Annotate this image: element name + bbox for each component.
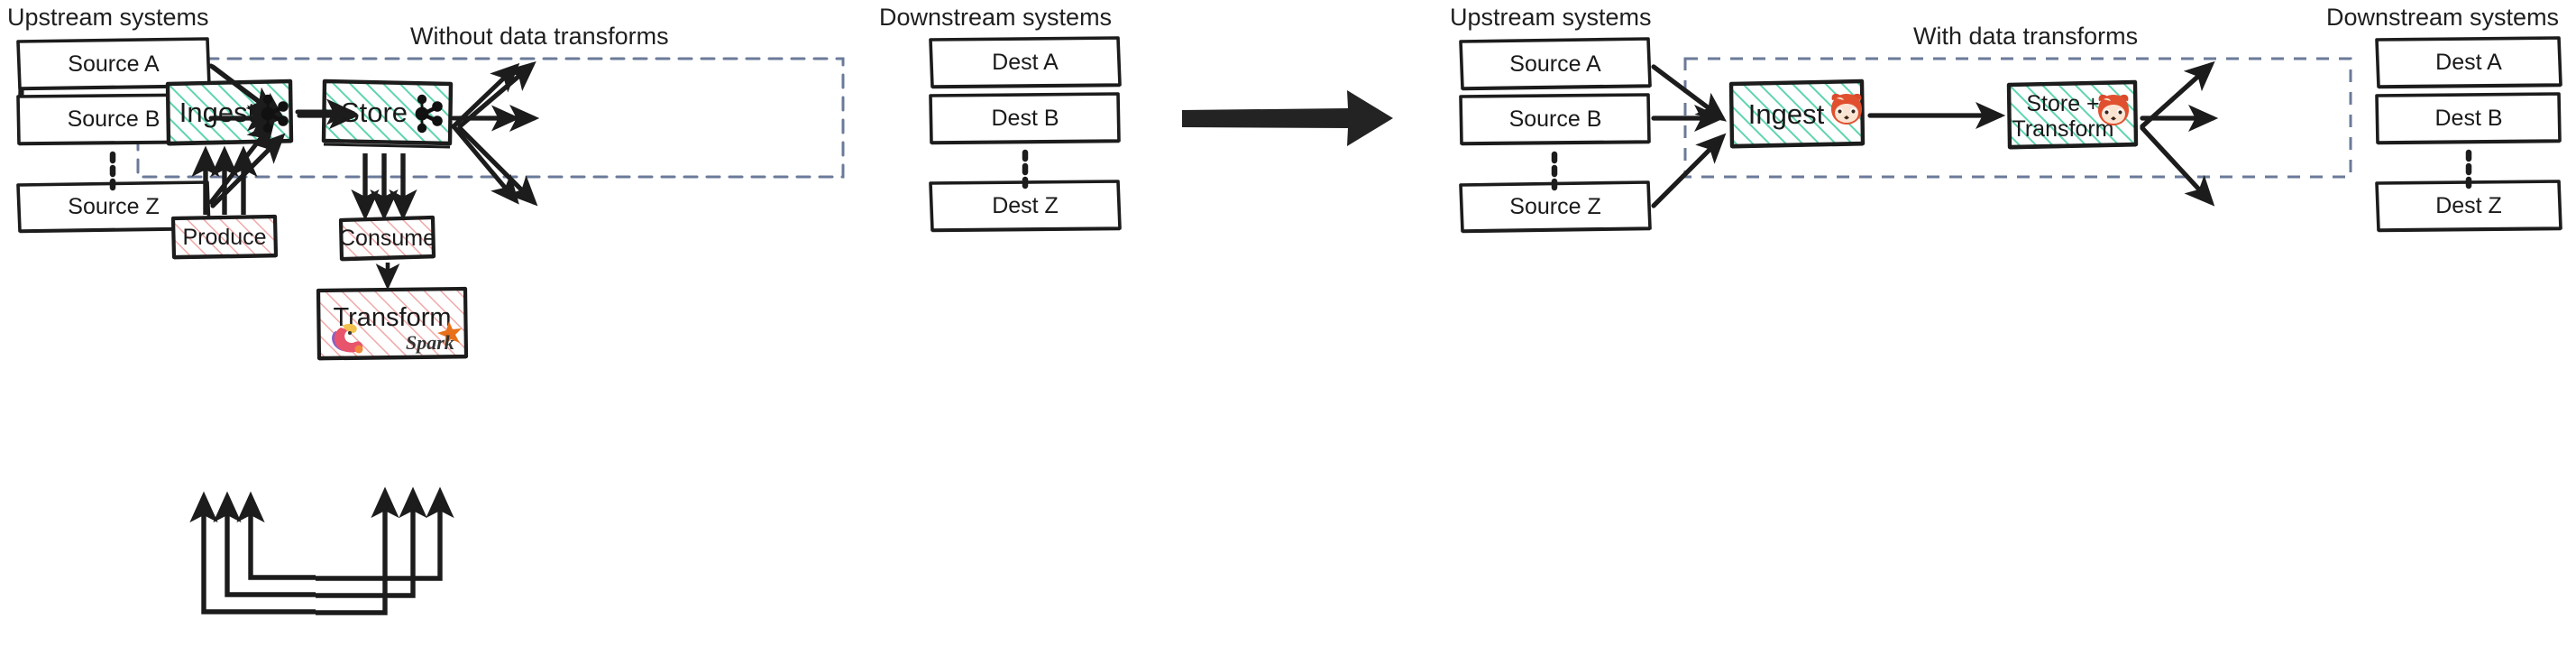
transform-to-produce-routing — [189, 491, 316, 614]
consume-box — [338, 215, 436, 262]
title-left: Without data transforms — [410, 23, 669, 50]
source-box-z-right — [1459, 180, 1652, 233]
transform-box — [316, 286, 469, 361]
dest-box-b — [929, 92, 1121, 144]
source-box-a-right — [1459, 37, 1652, 90]
header-downstream-left: Downstream systems — [879, 4, 1113, 31]
big-right-arrow — [1182, 90, 1393, 146]
boundary-dashed-right — [1683, 57, 2352, 179]
header-upstream-left: Upstream systems — [7, 4, 209, 31]
dest-box-z-right — [2375, 180, 2562, 232]
store-to-consume-arrows — [351, 153, 417, 221]
right-flow-arrows — [1651, 60, 2219, 208]
source-box-b-right — [1459, 93, 1651, 145]
arrow-store-destZ — [451, 124, 519, 205]
kafka-icon — [259, 93, 291, 134]
dest-box-z — [929, 180, 1122, 232]
kafka-icon — [413, 93, 445, 134]
produce-to-ingest-arrows — [191, 145, 258, 215]
flink-icon — [323, 320, 370, 358]
dest-box-b-right — [2375, 92, 2562, 144]
transform-to-produce-lines — [316, 486, 454, 615]
redpanda-icon — [1827, 89, 1866, 129]
redpanda-icon — [2094, 90, 2133, 130]
source-box-a — [16, 37, 211, 90]
spark-icon: Spark — [404, 318, 467, 357]
produce-box — [170, 214, 279, 260]
header-downstream-right: Downstream systems — [2326, 4, 2560, 31]
header-upstream-right: Upstream systems — [1450, 4, 1652, 31]
ingest-box-right — [1728, 79, 1866, 149]
title-right: With data transforms — [1913, 23, 2139, 50]
svg-text:Spark: Spark — [406, 331, 454, 354]
dest-box-a-right — [2375, 36, 2562, 88]
dest-box-a — [929, 36, 1122, 88]
